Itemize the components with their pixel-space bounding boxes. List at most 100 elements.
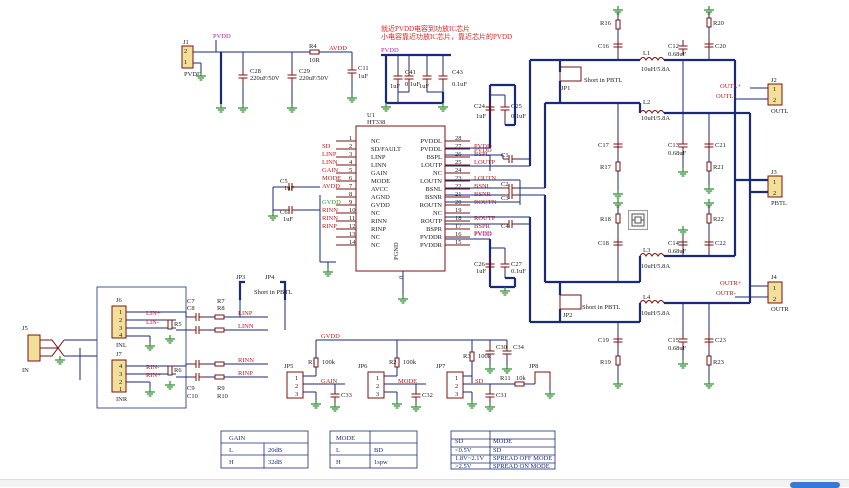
chip-net-label: LOUTN — [474, 175, 496, 182]
svg-text:18: 18 — [455, 215, 462, 222]
note-line-2: 小电容靠近功放IC芯片，靠近芯片的PVDD — [381, 32, 512, 41]
svg-text:C23: C23 — [715, 337, 726, 344]
svg-text:ROUTN: ROUTN — [420, 202, 443, 209]
svg-text:11: 11 — [349, 215, 355, 222]
chip-net-label: LINN — [322, 159, 338, 166]
svg-text:C28: C28 — [250, 68, 261, 75]
connector-j4: 1 2 J4 OUTR — [767, 274, 789, 313]
svg-text:10: 10 — [349, 207, 356, 214]
svg-text:H: H — [336, 459, 341, 466]
inductor-l2 — [639, 110, 665, 114]
resistor-r23 — [706, 355, 712, 366]
svg-text:16: 16 — [455, 231, 462, 238]
svg-text:R9: R9 — [217, 385, 225, 392]
svg-text:C21: C21 — [715, 142, 726, 149]
net-mode-label: MODE — [398, 378, 417, 385]
scroll-indicator[interactable] — [790, 482, 840, 488]
svg-text:GAIN: GAIN — [229, 435, 246, 442]
resistor-r16 — [615, 19, 621, 30]
resistor-r17 — [615, 161, 621, 172]
svg-text:R4: R4 — [309, 43, 317, 50]
net-rinn-input: RINN — [238, 357, 254, 364]
svg-text:L3: L3 — [643, 247, 650, 254]
svg-text:220uF/50V: 220uF/50V — [250, 75, 280, 82]
chip-net-label: BSNL — [474, 183, 491, 190]
net-rinp-input: RINP — [238, 370, 253, 377]
svg-text:0.1uF: 0.1uF — [511, 113, 526, 120]
svg-text:HT338: HT338 — [367, 119, 385, 126]
resistor-r19 — [615, 355, 621, 366]
resistor-r5 — [167, 319, 173, 330]
svg-text:2: 2 — [184, 48, 187, 55]
svg-text:20dB: 20dB — [268, 447, 283, 454]
svg-text:C30: C30 — [496, 344, 507, 351]
svg-text:C41: C41 — [405, 69, 416, 76]
resistor-r6 — [167, 365, 173, 376]
svg-text:L4: L4 — [643, 294, 651, 301]
svg-text:R16: R16 — [600, 20, 612, 27]
svg-text:GAIN: GAIN — [371, 170, 388, 177]
svg-text:C15: C15 — [668, 337, 679, 344]
svg-text:C17: C17 — [598, 142, 610, 149]
svg-text:1: 1 — [376, 375, 379, 382]
chip-net-label: AVDD — [322, 183, 340, 190]
svg-text:JP8: JP8 — [529, 363, 538, 370]
svg-text:0.68uF: 0.68uF — [668, 51, 687, 58]
svg-text:C3: C3 — [501, 195, 509, 202]
svg-text:J1: J1 — [183, 39, 189, 46]
svg-text:J4: J4 — [771, 274, 778, 281]
fit-view-icon[interactable] — [628, 210, 648, 230]
resistor-r18 — [615, 213, 621, 224]
jumper-jp3-jp4: JP3 JP4 Short in PBTL — [236, 274, 292, 330]
svg-text:C31: C31 — [496, 392, 507, 399]
svg-text:C22: C22 — [715, 240, 726, 247]
svg-text:C1: C1 — [501, 152, 509, 159]
svg-text:LOUTP: LOUTP — [421, 162, 442, 169]
svg-text:J2: J2 — [771, 77, 777, 84]
svg-text:3: 3 — [376, 391, 379, 398]
svg-text:1.8V~2.1V: 1.8V~2.1V — [455, 455, 484, 462]
svg-text:C14: C14 — [668, 240, 680, 247]
svg-text:0.68uF: 0.68uF — [668, 248, 687, 255]
svg-text:Short in PBTL: Short in PBTL — [254, 289, 292, 296]
svg-text:28: 28 — [455, 135, 462, 142]
net-outr-n: OUTR- — [716, 290, 736, 297]
gain-table: GAIN L 20dB H 32dB — [220, 430, 309, 469]
svg-text:2: 2 — [455, 383, 458, 390]
svg-text:2: 2 — [773, 296, 776, 303]
svg-text:1: 1 — [773, 285, 776, 292]
svg-text:SD: SD — [493, 447, 502, 454]
connector-j3: 1 2 J3 PBTL — [767, 169, 787, 207]
svg-text:C34: C34 — [513, 344, 525, 351]
svg-text:0.68uF: 0.68uF — [668, 150, 687, 157]
net-pvdd-label-2: PVDD — [381, 47, 399, 54]
mode-table: MODE L BD H 1spw — [329, 430, 418, 469]
svg-text:R3: R3 — [463, 353, 471, 360]
svg-text:C4: C4 — [501, 223, 509, 230]
svg-text:C16: C16 — [598, 43, 610, 50]
svg-text:PVDD: PVDD — [184, 71, 202, 78]
svg-text:1: 1 — [773, 86, 776, 93]
chip-net-label: ROUTP — [474, 215, 496, 222]
svg-text:4: 4 — [349, 159, 353, 166]
jumper-jp8: JP8 — [529, 363, 551, 384]
svg-text:JP7: JP7 — [436, 363, 446, 370]
svg-text:C27: C27 — [511, 261, 523, 268]
svg-text:3: 3 — [119, 371, 122, 378]
svg-text:R10: R10 — [217, 393, 228, 400]
net-linn-input: LINN — [238, 323, 254, 330]
svg-text:C32: C32 — [422, 392, 433, 399]
chip-net-label: GVDD — [322, 199, 341, 206]
svg-text:SPREAD OFF MODE: SPREAD OFF MODE — [493, 455, 552, 462]
svg-text:OUTR: OUTR — [771, 306, 789, 313]
svg-text:IN: IN — [22, 367, 29, 374]
jumper-jp7: JP7 1 2 3 — [436, 363, 464, 399]
svg-text:MODE: MODE — [336, 435, 355, 442]
capacitor-c27 — [500, 257, 510, 274]
svg-text:4: 4 — [119, 363, 123, 370]
svg-text:L: L — [229, 447, 233, 454]
svg-text:1uF: 1uF — [419, 83, 430, 90]
svg-text:0.68uF: 0.68uF — [668, 345, 687, 352]
net-outl-n: OUTL- — [716, 93, 736, 100]
